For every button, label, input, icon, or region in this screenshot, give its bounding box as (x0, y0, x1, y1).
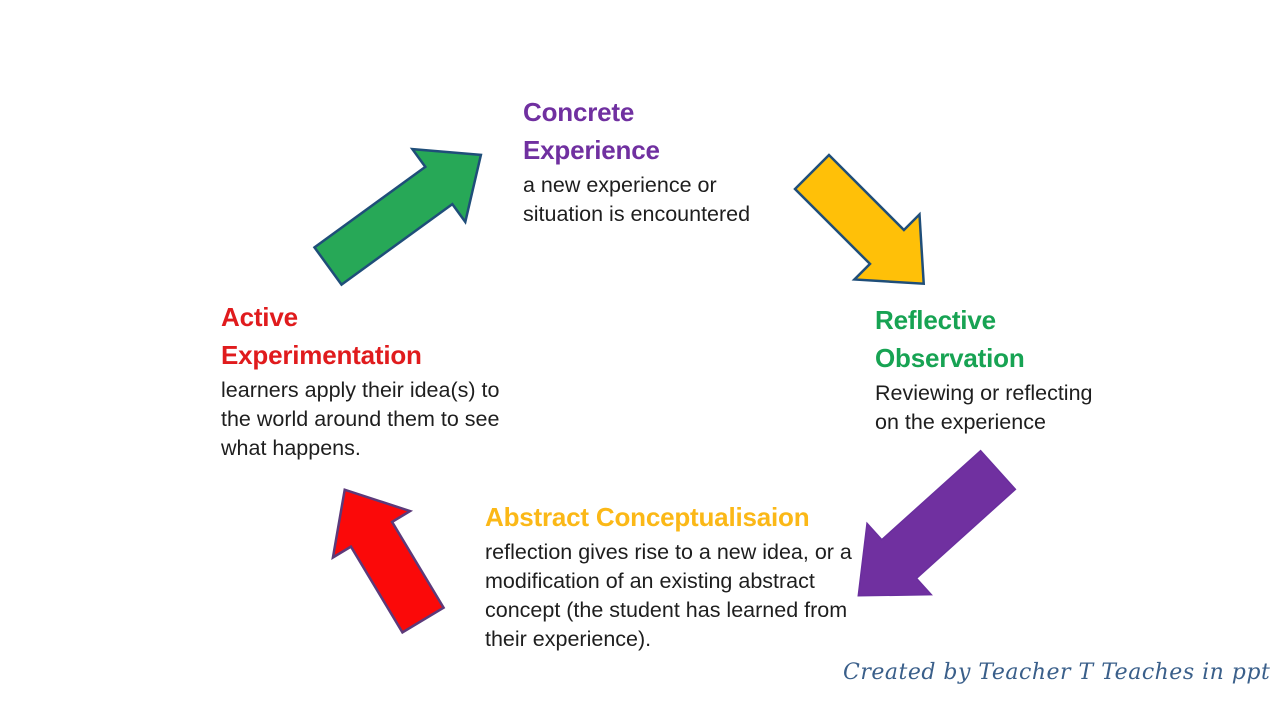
stage-active-experimentation: Active Experimentation learners apply th… (221, 298, 499, 463)
stage-title-line: Abstract Conceptualisaion (485, 502, 810, 532)
stage-desc-line: what happens. (221, 436, 361, 460)
up-left-arrow-icon (331, 488, 446, 635)
stage-desc-line: situation is encountered (523, 202, 751, 226)
stage-title: Reflective Observation (875, 301, 1093, 377)
arrow-reflective-to-abstract (857, 449, 1017, 597)
stage-concrete-experience: Concrete Experience a new experience or … (523, 93, 750, 229)
stage-title-line: Active (221, 302, 298, 332)
stage-desc-line: reflection gives rise to a new idea, or … (485, 540, 852, 564)
arrow-concrete-to-reflective (793, 153, 926, 286)
stage-title: Abstract Conceptualisaion (485, 498, 852, 536)
stage-desc-line: modification of an existing abstract (485, 569, 815, 593)
stage-title: Active Experimentation (221, 298, 499, 374)
stage-abstract-conceptualisation: Abstract Conceptualisaion reflection giv… (485, 498, 852, 654)
stage-description: Reviewing or reflecting on the experienc… (875, 379, 1093, 437)
stage-desc-line: the world around them to see (221, 407, 500, 431)
stage-title-line: Observation (875, 343, 1025, 373)
stage-desc-line: concept (the student has learned from (485, 598, 848, 622)
arrow-abstract-to-active (331, 488, 446, 635)
stage-description: learners apply their idea(s) to the worl… (221, 376, 499, 463)
stage-desc-line: learners apply their idea(s) to (221, 378, 500, 402)
stage-description: reflection gives rise to a new idea, or … (485, 538, 852, 654)
down-left-arrow-icon (857, 449, 1017, 597)
stage-desc-line: a new experience or (523, 173, 717, 197)
arrow-active-to-concrete (312, 147, 483, 287)
stage-title-line: Reflective (875, 305, 996, 335)
stage-title: Concrete Experience (523, 93, 750, 169)
stage-reflective-observation: Reflective Observation Reviewing or refl… (875, 301, 1093, 437)
down-right-arrow-icon (793, 153, 926, 286)
stage-desc-line: Reviewing or reflecting (875, 381, 1093, 405)
stage-description: a new experience or situation is encount… (523, 171, 750, 229)
stage-desc-line: on the experience (875, 410, 1046, 434)
up-right-arrow-icon (312, 147, 483, 287)
credit-text: Created by Teacher T Teaches in ppt (843, 660, 1271, 685)
stage-title-line: Concrete (523, 97, 635, 127)
stage-title-line: Experience (523, 135, 660, 165)
stage-title-line: Experimentation (221, 340, 422, 370)
stage-desc-line: their experience). (485, 627, 652, 651)
